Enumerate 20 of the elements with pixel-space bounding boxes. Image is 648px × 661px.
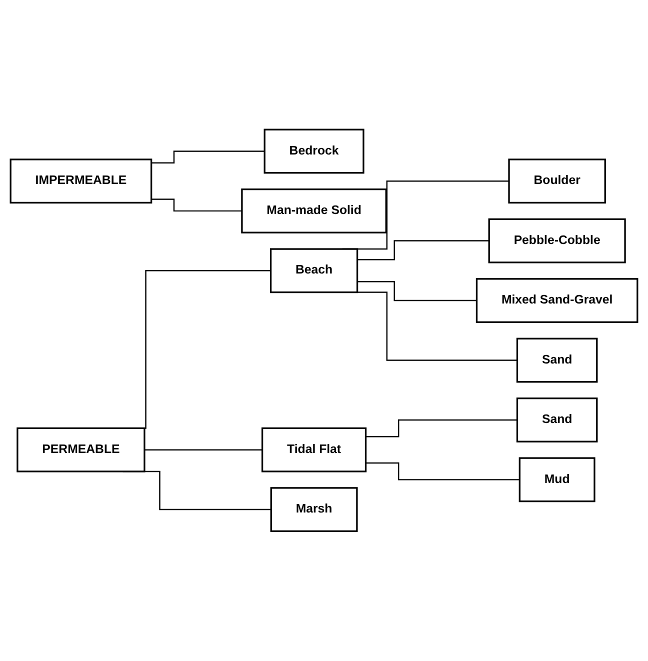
- node-box: Man-made Solid: [241, 188, 387, 234]
- node-box: IMPERMEABLE: [10, 158, 152, 204]
- node-box: Boulder: [508, 158, 606, 204]
- node-box: Mixed Sand-Gravel: [476, 278, 638, 324]
- connector: [357, 240, 490, 260]
- connector: [357, 281, 477, 302]
- node-box: Marsh: [270, 487, 358, 532]
- node-box: Mud: [518, 457, 596, 502]
- node-box: Sand: [516, 398, 598, 443]
- node-box: Sand: [516, 338, 598, 383]
- node-box: Tidal Flat: [261, 428, 367, 472]
- node-box: PERMEABLE: [16, 428, 146, 472]
- connector: [366, 462, 520, 480]
- connector: [366, 419, 518, 438]
- connector: [151, 150, 265, 164]
- node-box: Pebble-Cobble: [488, 218, 626, 264]
- node-box: Bedrock: [264, 128, 364, 174]
- connector: [144, 449, 262, 451]
- connector: [151, 198, 242, 212]
- node-box: Beach: [270, 248, 358, 294]
